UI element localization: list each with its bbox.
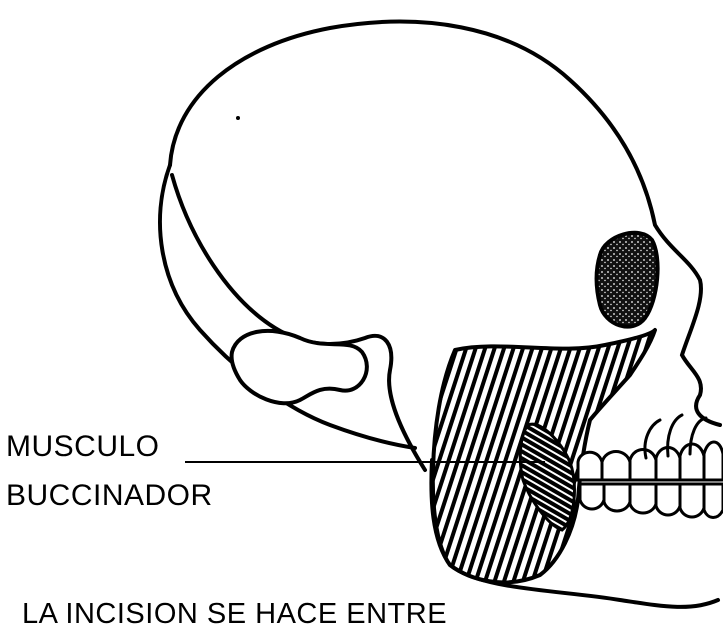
occipital-outline [160, 165, 415, 448]
caption-text: LA INCISION SE HACE ENTRE [22, 600, 447, 629]
upper-teeth [578, 442, 723, 480]
eye-orbit [597, 233, 658, 327]
cranium-dot [236, 116, 240, 120]
label-musculo: MUSCULO [6, 432, 160, 462]
lower-teeth [580, 484, 723, 518]
skull-base-line [172, 175, 425, 470]
label-buccinador: BUCCINADOR [6, 481, 213, 511]
